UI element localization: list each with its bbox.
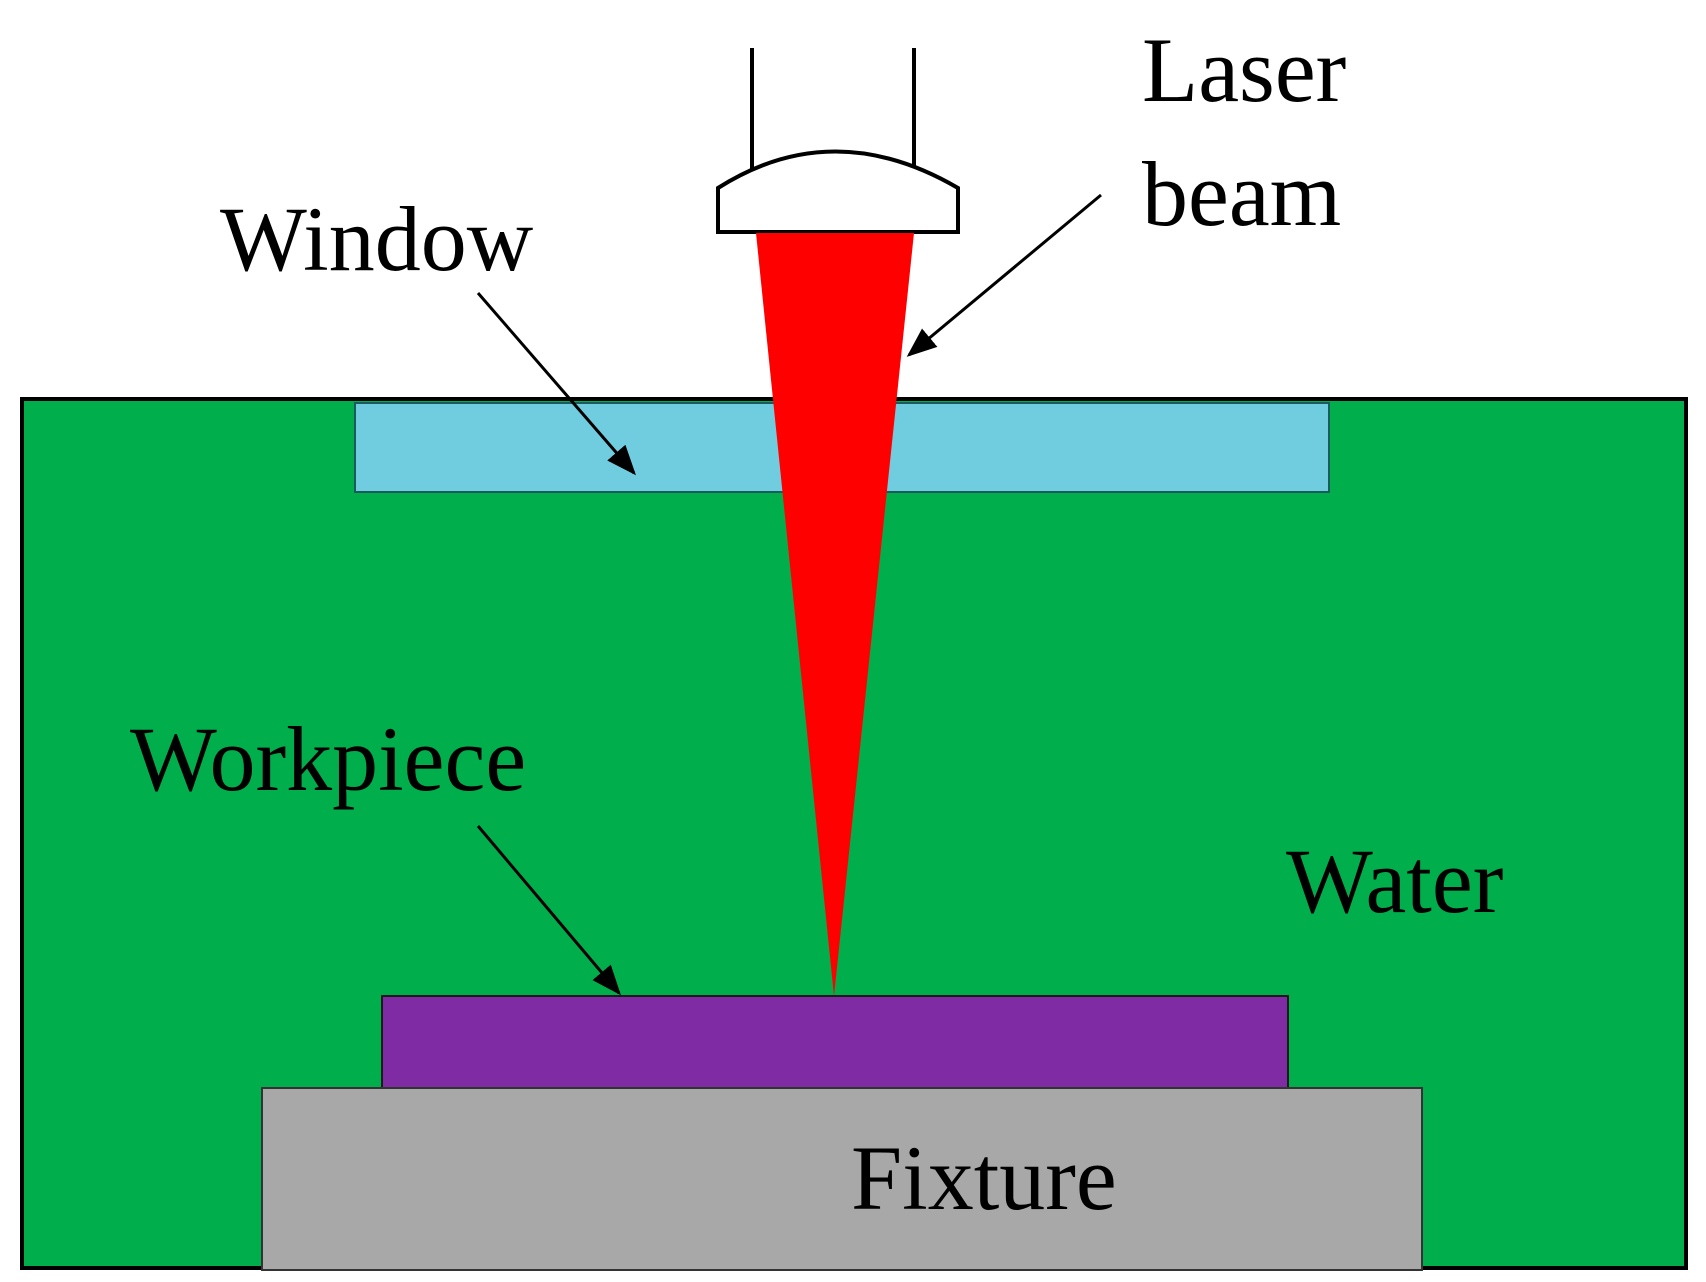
laser-beam-cone <box>756 233 914 996</box>
laser-beam-label-line1: Laser <box>1142 19 1346 121</box>
laser-beam-arrow <box>906 193 1102 357</box>
workpiece-arrow <box>476 825 621 996</box>
focusing-lens <box>716 149 960 234</box>
fixture-label: Fixture <box>851 1127 1117 1229</box>
window-label: Window <box>220 188 534 290</box>
water-label: Water <box>1286 830 1503 932</box>
fixture-block <box>261 1087 1423 1271</box>
workpiece-block <box>381 995 1289 1089</box>
window-arrow <box>476 292 636 476</box>
laser-beam-label-line2: beam <box>1142 143 1341 245</box>
workpiece-label: Workpiece <box>130 708 526 810</box>
